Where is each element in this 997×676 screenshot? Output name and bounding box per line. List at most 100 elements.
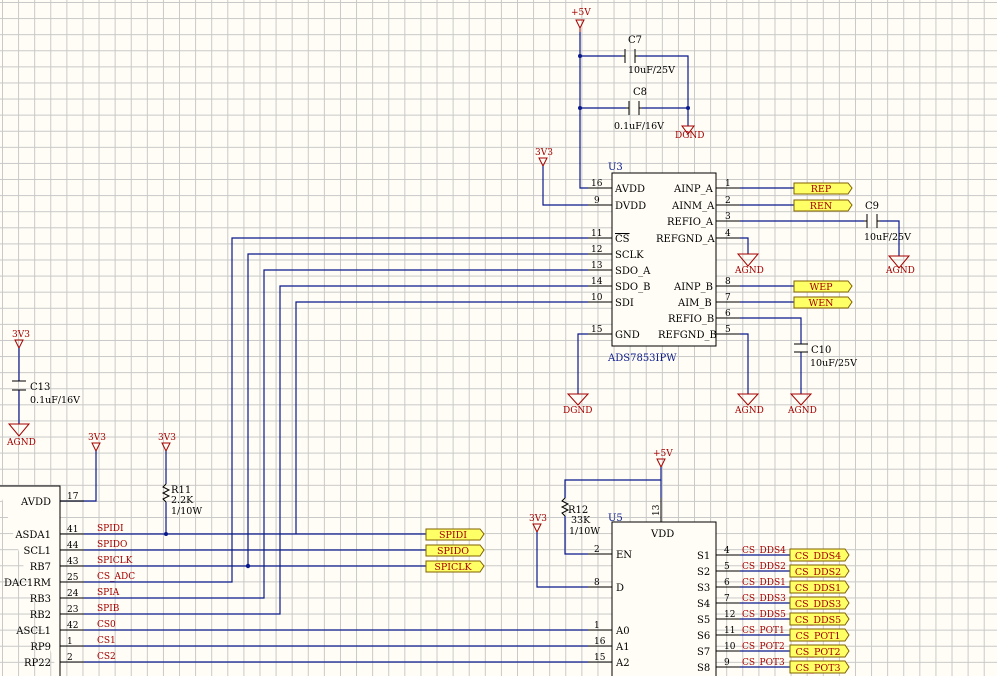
svg-text:R11: R11 [171, 485, 191, 496]
u5-body [611, 521, 717, 676]
net-tag-ren[interactable]: REN [793, 199, 853, 212]
u3-pin-refio-b[interactable]: 6 REFIO_B [668, 309, 740, 325]
c7-value: 10uF/25V [628, 65, 675, 76]
u3-pin-refgnd-a[interactable]: 4 REFGND_A [656, 229, 740, 245]
svg-text:DVDD: DVDD [615, 201, 646, 212]
u3-pin-dvdd[interactable]: 9 DVDD [588, 196, 646, 212]
svg-text:CS_ADC: CS_ADC [97, 572, 135, 582]
svg-text:11: 11 [724, 626, 735, 636]
net-tag-cs-pot3[interactable]: CS_POT3 [789, 660, 850, 674]
net-tag-cs-dds1[interactable]: CS_DDS1 [789, 580, 850, 594]
u3-pin-cs[interactable]: 11 CS [588, 229, 630, 245]
svg-text:U5: U5 [608, 513, 623, 524]
net-tag-wep[interactable]: WEP [793, 280, 853, 293]
svg-text:2: 2 [67, 653, 73, 663]
svg-text:3V3: 3V3 [158, 433, 176, 443]
net-tag-spidi[interactable]: SPIDI [425, 528, 485, 541]
u3-pin-ainm-a[interactable]: 2 AINM_A [671, 196, 740, 212]
svg-text:AGND: AGND [734, 266, 764, 276]
capacitor-c8[interactable]: C8 0.1uF/16V [614, 87, 664, 132]
resistor-r11[interactable]: R11 2.2K 1/10W [161, 483, 202, 517]
dgnd-c8-label: DGND [675, 131, 705, 141]
ground-dgnd-u3: DGND [563, 393, 593, 416]
power-5v-top: +5V [571, 8, 591, 32]
u3-pin-sdi[interactable]: 10 SDI [588, 293, 634, 309]
u5-pin-vdd[interactable]: 13 VDD [650, 498, 674, 540]
svg-text:CS: CS [615, 234, 630, 245]
svg-text:11: 11 [591, 229, 602, 239]
resistor-r12[interactable]: R12 33K 1/10W [560, 497, 600, 537]
svg-text:4: 4 [724, 546, 730, 556]
svg-text:AGND: AGND [734, 406, 764, 416]
svg-text:AGND: AGND [787, 406, 817, 416]
net-tag-rep[interactable]: REP [793, 182, 853, 195]
capacitor-c13[interactable]: C13 0.1uF/16V [12, 380, 80, 406]
svg-text:CS_POT1: CS_POT1 [795, 631, 840, 642]
c8-value: 0.1uF/16V [614, 121, 664, 132]
ic-u3[interactable]: U3 ADS7853IPW 16 AVDD 9 DVDD 11 CS 12 SC… [588, 162, 740, 364]
capacitor-c10[interactable]: C10 10uF/25V [794, 343, 857, 369]
svg-text:6: 6 [724, 578, 730, 588]
svg-text:CS_DDS3: CS_DDS3 [795, 599, 841, 610]
net-tag-cs-dds5[interactable]: CS_DDS5 [789, 612, 850, 626]
svg-text:A0: A0 [615, 626, 630, 637]
svg-text:SPICLK: SPICLK [97, 556, 133, 566]
svg-text:SDO_A: SDO_A [615, 266, 651, 277]
capacitor-c9[interactable]: C9 10uF/25V [864, 201, 911, 243]
mcu-pin-avdd[interactable]: AVDD 17 [20, 492, 84, 508]
capacitor-c7[interactable]: C7 10uF/25V [622, 35, 675, 76]
svg-text:2.2K: 2.2K [171, 495, 194, 506]
u3-pin-refio-a[interactable]: 3 REFIO_A [667, 212, 740, 228]
svg-text:CS_POT1: CS_POT1 [742, 626, 785, 636]
net-tag-cs-dds4[interactable]: CS_DDS4 [789, 548, 850, 562]
net-tag-spido[interactable]: SPIDO [425, 544, 485, 557]
svg-text:17: 17 [67, 492, 79, 502]
u3-pin-aim-b[interactable]: 7 AIM_B [677, 293, 740, 309]
u3-pin-ainp-a[interactable]: 1 AINP_A [673, 179, 740, 195]
net-tag-spiclk[interactable]: SPICLK [425, 560, 485, 573]
net-tag-cs-dds3[interactable]: CS_DDS3 [789, 596, 850, 610]
net-tag-cs-dds2[interactable]: CS_DDS2 [789, 564, 850, 578]
u3-pin-sdo-a[interactable]: 13 SDO_A [588, 261, 651, 277]
svg-text:S2: S2 [697, 567, 710, 578]
svg-text:WEP: WEP [809, 282, 833, 293]
u3-pin-gnd[interactable]: 15 GND [588, 325, 640, 341]
svg-text:AVDD: AVDD [20, 497, 51, 508]
u3-pin-avdd[interactable]: 16 AVDD [588, 179, 645, 195]
u3-pin-refgnd-b[interactable]: 5 REFGND_B [658, 325, 740, 341]
u3-pin-ainp-b[interactable]: 8 AINP_B [673, 277, 740, 293]
u3-pin-sdo-b[interactable]: 14 SDO_B [588, 277, 650, 293]
net-tag-cs-pot1[interactable]: CS_POT1 [789, 628, 850, 642]
c8-ref: C8 [633, 87, 647, 98]
u3-pin-sclk[interactable]: 12 SCLK [588, 245, 644, 261]
svg-text:REFGND_B: REFGND_B [658, 330, 717, 341]
net-tag-cs-pot2[interactable]: CS_POT2 [789, 644, 850, 658]
svg-text:9: 9 [594, 196, 600, 206]
net-tag-wen[interactable]: WEN [793, 296, 853, 309]
